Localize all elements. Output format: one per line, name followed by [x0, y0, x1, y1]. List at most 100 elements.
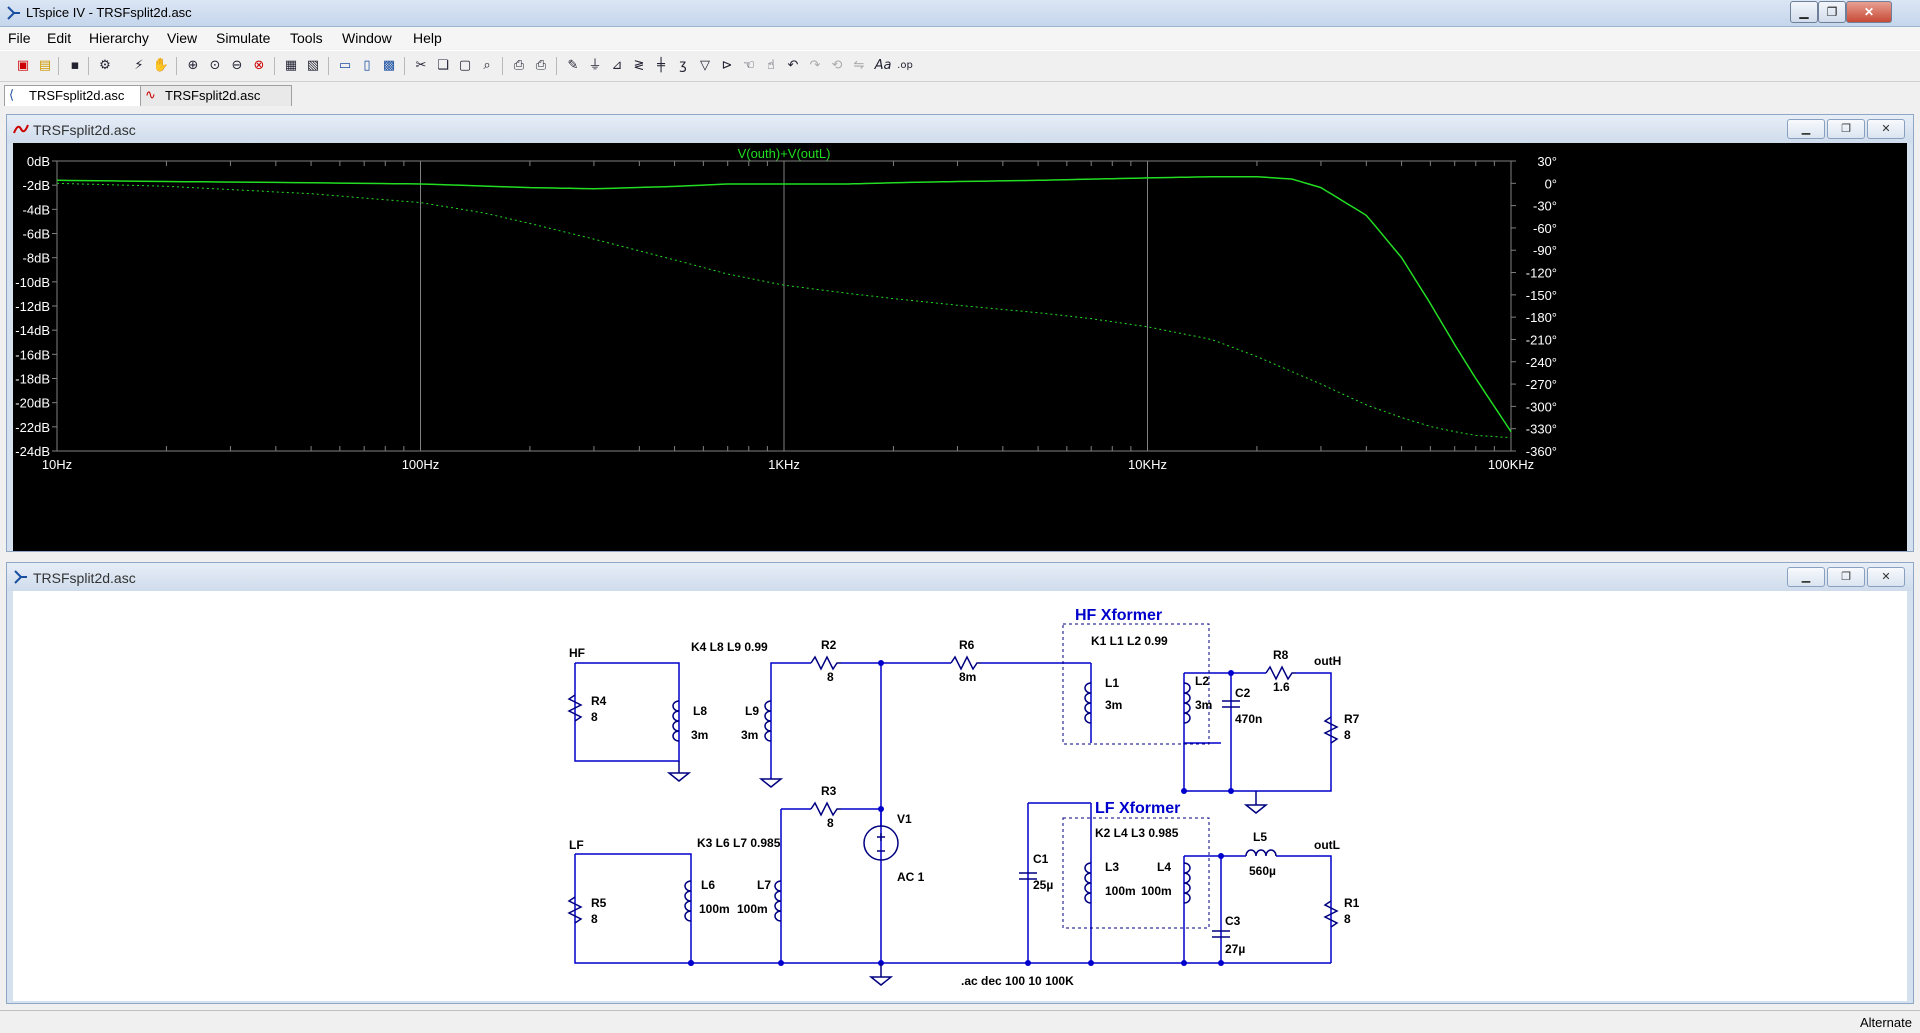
c2-value: 470n	[1235, 712, 1262, 726]
inductor-icon[interactable]: ʒ	[679, 58, 687, 73]
run-icon[interactable]: ⚡	[134, 58, 144, 73]
new-schematic-icon[interactable]: ▣	[16, 58, 30, 73]
halt-icon[interactable]: ✋	[152, 58, 170, 73]
component-icon[interactable]: ⊳	[721, 58, 733, 73]
resistor-r8	[1265, 665, 1296, 681]
c1-value: 25µ	[1033, 878, 1053, 892]
l4-label: L4	[1157, 860, 1171, 874]
y-left-tick-label: -8dB	[23, 251, 50, 266]
menu-help[interactable]: Help	[413, 30, 442, 46]
y-right-tick-label: -270°	[1526, 377, 1557, 392]
print-icon[interactable]: ⎙	[535, 58, 547, 73]
capacitor-icon[interactable]: ╪	[657, 58, 665, 73]
chart-title: V(outh)+V(outL)	[738, 146, 831, 161]
toolbar-separator	[502, 57, 503, 75]
l8-label: L8	[693, 704, 707, 718]
grid-icon[interactable]: ▧	[306, 58, 320, 73]
resistor-r1	[1323, 900, 1339, 928]
bode-plot[interactable]: 0dB-2dB-4dB-6dB-8dB-10dB-12dB-14dB-16dB-…	[13, 143, 1907, 551]
pane-restore-button[interactable]: ❐	[1827, 567, 1865, 587]
menu-edit[interactable]: Edit	[47, 30, 72, 46]
y-right-tick-label: -90°	[1533, 243, 1557, 258]
inductor-l2	[1183, 682, 1191, 724]
mirror-icon[interactable]: ⇋	[853, 58, 865, 73]
tile-horizontal-icon[interactable]: ▭	[338, 58, 352, 73]
inductor-l8	[672, 700, 680, 742]
l5-value: 560µ	[1249, 864, 1276, 878]
ground-icon	[868, 963, 894, 986]
drag-icon[interactable]: ☝	[767, 58, 775, 73]
y-right-tick-label: -210°	[1526, 332, 1557, 347]
plot-area[interactable]: 0dB-2dB-4dB-6dB-8dB-10dB-12dB-14dB-16dB-…	[13, 143, 1907, 551]
open-folder-icon[interactable]: ▤	[38, 58, 52, 73]
diode-icon[interactable]: ▽	[700, 58, 710, 73]
x-tick-label: 100KHz	[1488, 457, 1534, 472]
maximize-window-button[interactable]: ❐	[1818, 1, 1846, 23]
schematic-drawing[interactable]: HF LF outH outL HF Xformer LF Xformer K4…	[13, 591, 1907, 1001]
r3-value: 8	[827, 816, 834, 830]
zoom-in-icon[interactable]: ⊕	[187, 58, 199, 73]
y-left-tick-label: -16dB	[15, 347, 50, 362]
zoom-out-icon[interactable]: ⊖	[231, 58, 243, 73]
move-icon[interactable]: ☜	[743, 58, 755, 73]
directive-k4: K4 L8 L9 0.99	[691, 640, 768, 654]
menu-window[interactable]: Window	[342, 30, 392, 46]
resistor-icon[interactable]: ≷	[633, 58, 645, 73]
pan-icon[interactable]: ⊙	[209, 58, 221, 73]
waveform-icon: ∿	[145, 87, 156, 102]
menu-simulate[interactable]: Simulate	[216, 30, 271, 46]
minimize-window-button[interactable]: ▁	[1790, 1, 1818, 23]
spice-directive-icon[interactable]: .op	[897, 60, 913, 71]
y-left-tick-label: -14dB	[15, 323, 50, 338]
l5-label: L5	[1253, 830, 1267, 844]
cascade-icon[interactable]: ▩	[382, 58, 396, 73]
tab-schematic[interactable]: ⟨ TRSFsplit2d.asc	[4, 85, 142, 106]
draw-wire-icon[interactable]: ✎	[567, 58, 579, 73]
schematic-icon: ⟨	[9, 87, 15, 102]
undo-icon[interactable]: ↶	[787, 58, 799, 73]
phase-trace	[56, 182, 1512, 439]
inductor-l7	[774, 880, 782, 922]
ground-icon[interactable]: ⏚	[588, 58, 602, 73]
menu-file[interactable]: File	[8, 30, 31, 46]
pane-minimize-button[interactable]: ▁	[1787, 567, 1825, 587]
pane-restore-button[interactable]: ❐	[1827, 119, 1865, 139]
copy-icon[interactable]: ❏	[437, 58, 449, 73]
control-panel-icon[interactable]: ⚙	[99, 58, 111, 73]
y-left-tick-label: -2dB	[23, 178, 50, 193]
resistor-r4	[567, 694, 583, 722]
net-label-outh: outH	[1314, 654, 1341, 668]
redo-icon[interactable]: ↷	[809, 58, 821, 73]
menu-tools[interactable]: Tools	[290, 30, 323, 46]
pane-close-button[interactable]: ✕	[1867, 567, 1905, 587]
schematic-pane: TRSFsplit2d.asc ▁ ❐ ✕	[6, 562, 1914, 1004]
y-right-tick-label: -60°	[1533, 221, 1557, 236]
close-window-button[interactable]: ✕	[1846, 1, 1892, 23]
directive-k2: K2 L4 L3 0.985	[1095, 826, 1179, 840]
paste-icon[interactable]: ▢	[458, 58, 472, 73]
tab-waveform[interactable]: ∿ TRSFsplit2d.asc	[140, 85, 292, 106]
autorange-icon[interactable]: ▦	[284, 58, 298, 73]
rotate-icon[interactable]: ⟲	[831, 58, 843, 73]
save-icon[interactable]: ▪	[70, 58, 80, 73]
tile-vertical-icon[interactable]: ▯	[363, 58, 371, 73]
label-net-icon[interactable]: ⊿	[611, 58, 623, 73]
pane-minimize-button[interactable]: ▁	[1787, 119, 1825, 139]
l4-value: 100m	[1141, 884, 1172, 898]
y-right-tick-label: -360°	[1526, 444, 1557, 459]
find-icon[interactable]: ⌕	[483, 58, 491, 73]
zoom-fit-icon[interactable]: ⊗	[253, 58, 265, 73]
text-icon[interactable]: Aa	[874, 58, 892, 73]
pane-close-button[interactable]: ✕	[1867, 119, 1905, 139]
inductor-l6	[684, 880, 692, 922]
y-left-tick-label: -4dB	[23, 202, 50, 217]
y-left-tick-label: -20dB	[15, 396, 50, 411]
cut-icon[interactable]: ✂	[415, 58, 427, 73]
menu-view[interactable]: View	[167, 30, 198, 46]
menu-hierarchy[interactable]: Hierarchy	[89, 30, 149, 46]
xformer-boxes	[1062, 623, 1210, 929]
schematic-canvas[interactable]: HF LF outH outL HF Xformer LF Xformer K4…	[13, 591, 1907, 1001]
x-tick-label: 10KHz	[1128, 457, 1167, 472]
print-preview-icon[interactable]: ⎙	[513, 58, 525, 73]
r6-label: R6	[959, 638, 975, 652]
